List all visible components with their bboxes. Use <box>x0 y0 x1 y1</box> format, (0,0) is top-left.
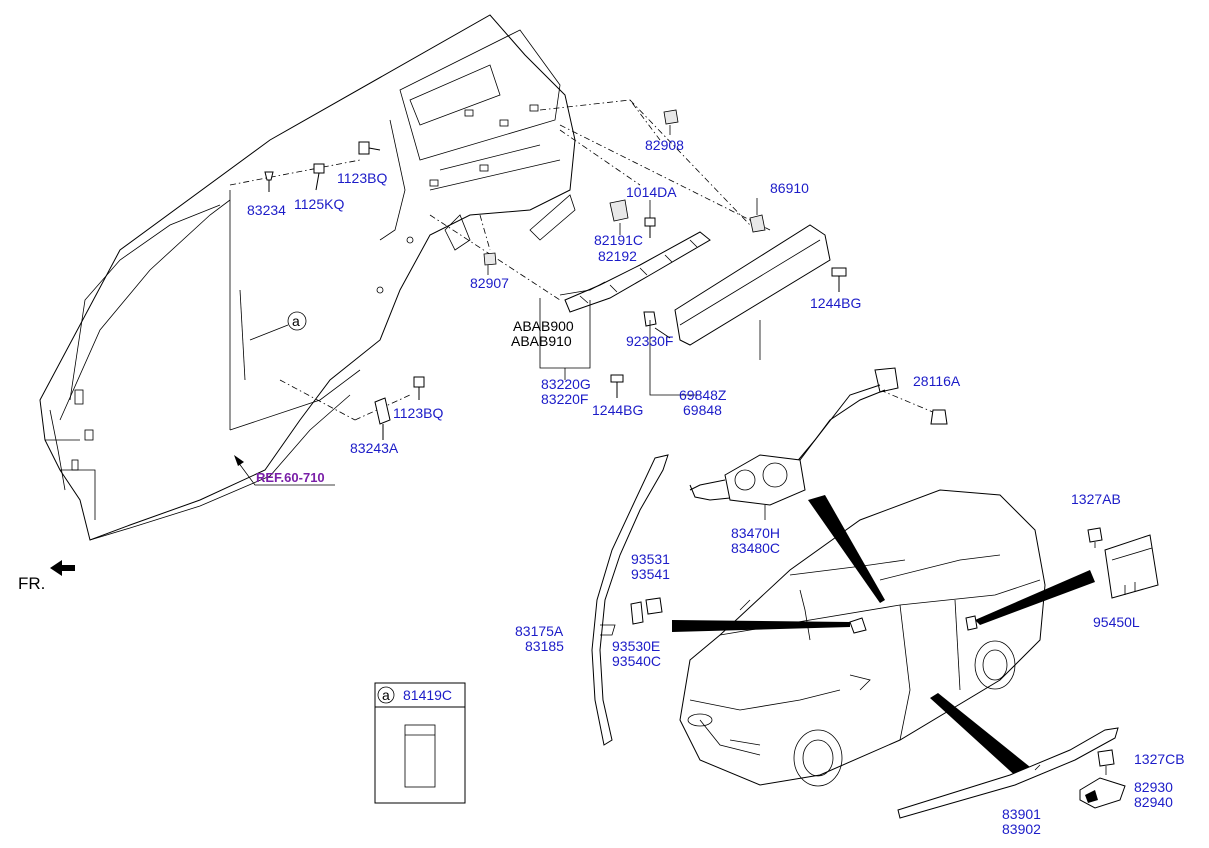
front-label: FR. <box>18 574 45 593</box>
label-93540C[interactable]: 93540C <box>612 653 661 669</box>
sill-strip-83901 <box>897 727 1119 819</box>
grommet-28116A <box>930 409 948 425</box>
label-93541[interactable]: 93541 <box>631 566 670 582</box>
callout-box-letter: a <box>382 687 390 703</box>
label-83185[interactable]: 83185 <box>525 638 564 654</box>
clip-86910 <box>749 214 766 233</box>
bolt-1244BG-left <box>610 374 624 398</box>
label-83901[interactable]: 83901 <box>1002 806 1041 822</box>
clip-82191C <box>609 199 629 222</box>
label-93530E[interactable]: 93530E <box>612 638 660 654</box>
trim-strip-83220G <box>539 231 711 380</box>
label-82940[interactable]: 82940 <box>1134 794 1173 810</box>
label-83220G[interactable]: 83220G <box>541 376 591 392</box>
label-69848Z[interactable]: 69848Z <box>679 387 727 403</box>
label-83220F[interactable]: 83220F <box>541 391 588 407</box>
label-83175A[interactable]: 83175A <box>515 623 564 639</box>
label-1123BQ-low[interactable]: 1123BQ <box>393 405 443 421</box>
molding-83175A <box>591 454 669 746</box>
label-92330F[interactable]: 92330F <box>626 333 673 349</box>
label-28116A[interactable]: 28116A <box>913 373 961 389</box>
callout-a-marker <box>287 311 307 331</box>
label-ABAB910[interactable]: ABAB910 <box>511 333 572 349</box>
label-82908[interactable]: 82908 <box>645 137 684 153</box>
label-82907[interactable]: 82907 <box>470 275 509 291</box>
label-95450L[interactable]: 95450L <box>1093 614 1140 630</box>
bracket-83243A <box>374 397 391 440</box>
front-marker <box>50 560 75 576</box>
bolt-1014DA <box>644 217 656 238</box>
fastener-1125KQ <box>313 163 325 191</box>
part-labels: 82908 86910 1014DA 82191C 82192 1123BQ 8… <box>18 137 1185 837</box>
leader-lines <box>487 125 758 339</box>
control-unit-95450L <box>1087 527 1159 599</box>
door-motor-83470H <box>689 367 899 520</box>
label-1125KQ[interactable]: 1125KQ <box>294 196 344 212</box>
label-1327AB[interactable]: 1327AB <box>1071 491 1121 507</box>
body-side-panel: a <box>39 14 941 541</box>
reference-pointer <box>234 455 335 486</box>
clip-92330F <box>643 311 657 327</box>
label-82192[interactable]: 82192 <box>598 248 637 264</box>
switch-93531 <box>645 597 663 615</box>
label-86910[interactable]: 86910 <box>770 180 809 196</box>
label-69848[interactable]: 69848 <box>683 402 722 418</box>
pin-83234 <box>264 171 274 192</box>
switch-93530E <box>630 601 644 625</box>
label-1244BG-left[interactable]: 1244BG <box>592 402 643 418</box>
fastener-1123BQ-top <box>358 141 381 155</box>
bolt-1123BQ-low <box>413 376 425 400</box>
label-1244BG-right[interactable]: 1244BG <box>810 295 861 311</box>
label-82191C[interactable]: 82191C <box>594 232 643 248</box>
label-83234[interactable]: 83234 <box>247 202 286 218</box>
pad-82908 <box>663 109 679 125</box>
callout-a-letter: a <box>292 313 300 329</box>
callout-box-a <box>374 682 466 804</box>
label-ABAB900[interactable]: ABAB900 <box>513 318 574 334</box>
pad-82907 <box>483 252 497 266</box>
label-1327CB[interactable]: 1327CB <box>1134 751 1185 767</box>
label-83243A[interactable]: 83243A <box>350 440 399 456</box>
label-81419C[interactable]: 81419C <box>403 687 452 703</box>
label-83902[interactable]: 83902 <box>1002 821 1041 837</box>
vehicle-illustration <box>672 489 1095 787</box>
label-83480C[interactable]: 83480C <box>731 540 780 556</box>
label-93531[interactable]: 93531 <box>631 551 670 567</box>
label-1014DA[interactable]: 1014DA <box>626 184 677 200</box>
label-82930[interactable]: 82930 <box>1134 779 1173 795</box>
sensor-82930 <box>1079 777 1126 809</box>
bolt-1244BG-right <box>831 267 847 292</box>
label-1123BQ-top[interactable]: 1123BQ <box>337 170 387 186</box>
garnish-69848Z <box>649 224 831 396</box>
reference-link[interactable]: REF.60-710 <box>256 470 325 485</box>
nut-1327CB <box>1097 749 1115 775</box>
label-83470H[interactable]: 83470H <box>731 525 780 541</box>
